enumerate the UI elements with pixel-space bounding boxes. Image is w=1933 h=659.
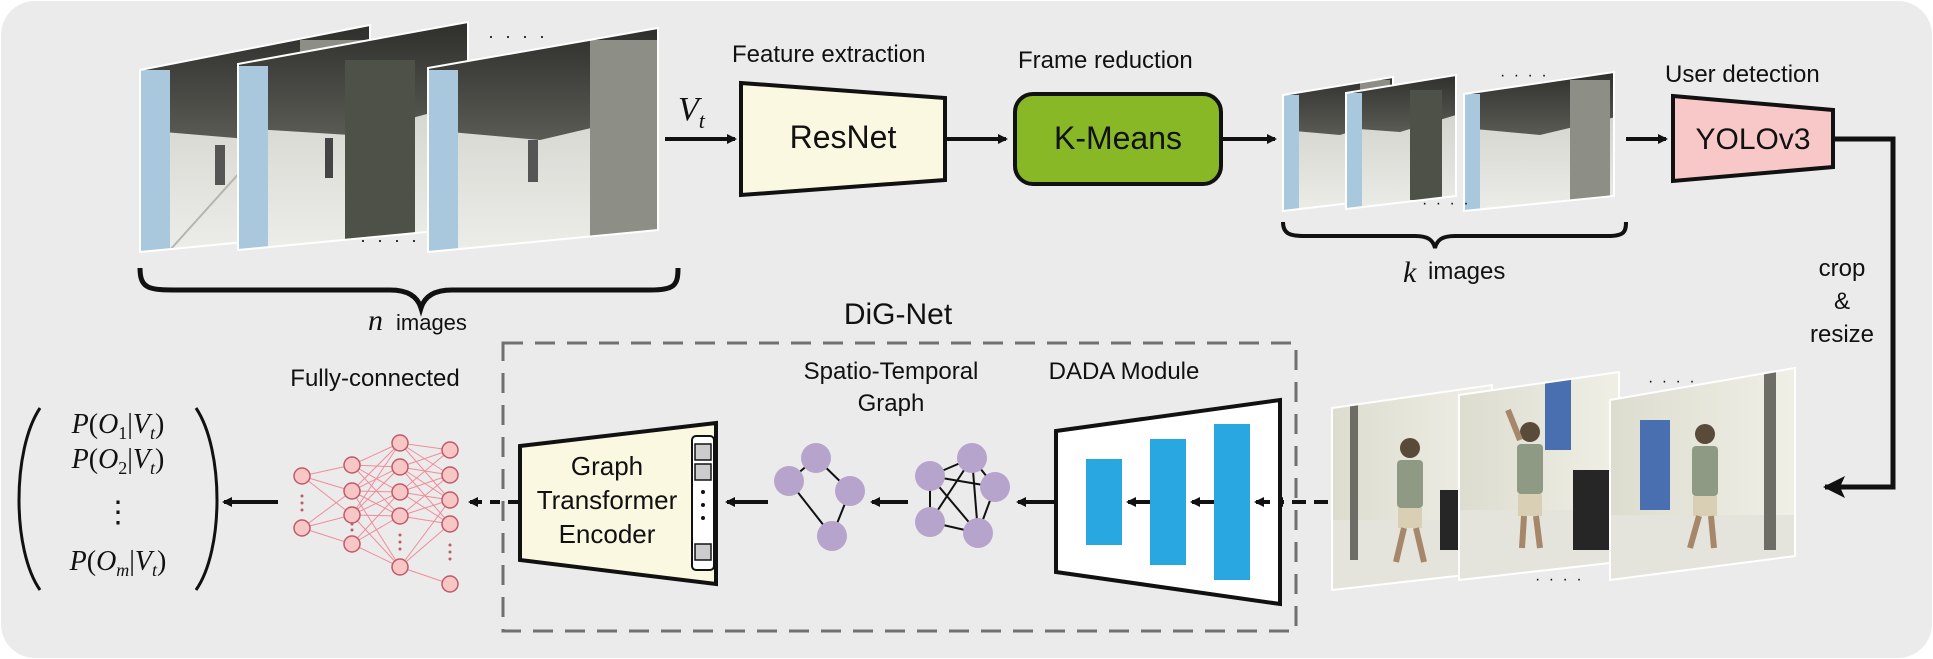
st-graph-title-1: Spatio-Temporal: [804, 358, 979, 385]
ampersand-label: &: [1834, 288, 1850, 315]
user-detection-label: User detection: [1665, 61, 1820, 88]
graph-dense-node: [915, 507, 945, 537]
graph-sparse-node: [801, 443, 831, 473]
kmeans-label: K-Means: [1054, 120, 1182, 156]
k-images-brace: [1281, 221, 1628, 249]
fc-node: [343, 535, 361, 553]
dignet-title: DiG-Net: [844, 298, 953, 331]
yolo-label: YOLOv3: [1695, 123, 1810, 156]
keyframe-3: [1464, 72, 1614, 211]
fc-node: [293, 467, 311, 485]
dada-title: DADA Module: [1049, 358, 1200, 385]
graph-dense: [915, 443, 1010, 548]
yolo-block: [1671, 93, 1835, 184]
dada-bar-2: [1150, 439, 1186, 565]
fc-node: [391, 458, 409, 476]
input-frames: [139, 20, 659, 254]
dada-bar-3: [1214, 424, 1250, 580]
fc-node: [391, 558, 409, 576]
keyframes-dots-bottom: · · · ·: [1422, 195, 1471, 212]
frame-reduction-label: Frame reduction: [1018, 47, 1193, 74]
graph-sparse: [774, 443, 865, 551]
fc-node: [441, 491, 459, 509]
input-frames-dots-bottom: · · · ·: [360, 230, 420, 250]
st-graph-title-2: Graph: [858, 390, 925, 417]
graph-sparse-node: [774, 466, 804, 496]
token-stack: [691, 435, 715, 571]
graph-dense-node: [963, 518, 993, 548]
input-frames-dots-top: · · · ·: [488, 26, 548, 46]
resnet-label: ResNet: [790, 119, 897, 155]
arrow-yolo-to-crops: [1823, 136, 1896, 498]
graph-dense-node: [915, 461, 945, 491]
graph-dense-node: [980, 472, 1010, 502]
fc-node: [343, 482, 361, 500]
fully-connected-title: Fully-connected: [290, 365, 459, 392]
n-images-brace: [137, 267, 681, 317]
fc-node: [441, 441, 459, 459]
n-variable: n: [368, 304, 383, 337]
fc-node: [391, 507, 409, 525]
fc-node: [343, 456, 361, 474]
fc-node: [441, 575, 459, 593]
k-variable: k: [1403, 256, 1417, 289]
output-p-o1: P(O1|Vt): [71, 409, 165, 443]
fc-node: [441, 466, 459, 484]
crop-label: crop: [1819, 255, 1866, 282]
cropped-dots-top: · · · ·: [1648, 373, 1697, 390]
resize-label: resize: [1810, 321, 1874, 348]
gte-label-3: Encoder: [559, 519, 656, 549]
n-images-label: images: [396, 310, 467, 335]
graph-sparse-node: [817, 521, 847, 551]
fully-connected-network: [293, 434, 459, 593]
gte-label-1: Graph: [571, 451, 643, 481]
keyframes: [1282, 70, 1615, 213]
resnet-block: [739, 80, 947, 198]
output-vdots: ⋮: [103, 496, 133, 529]
graph-dense-node: [957, 443, 987, 473]
output-p-om: P(Om|Vt): [69, 546, 167, 580]
keyframes-dots-top: · · · ·: [1500, 67, 1549, 84]
k-images-label: images: [1428, 258, 1505, 285]
output-p-o2: P(O2|Vt): [71, 444, 165, 478]
fc-node: [391, 483, 409, 501]
dignet-box: [501, 341, 1298, 633]
feature-extraction-label: Feature extraction: [732, 41, 925, 68]
graph-transformer-encoder-block: [518, 420, 718, 587]
fc-node: [391, 434, 409, 452]
cropped-frame-2: [1459, 372, 1619, 580]
fc-node: [343, 506, 361, 524]
graph-sparse-node: [835, 476, 865, 506]
fc-node: [441, 515, 459, 533]
output-vector: P(O1|Vt) P(O2|Vt) ⋮ P(Om|Vt): [17, 407, 219, 591]
fc-node: [293, 519, 311, 537]
gte-label-2: Transformer: [537, 485, 678, 515]
dada-bar-1: [1086, 459, 1122, 545]
cropped-dots-bottom: · · · ·: [1535, 571, 1584, 588]
cropped-frames: [1331, 366, 1796, 592]
cropped-frame-3: [1610, 368, 1795, 580]
